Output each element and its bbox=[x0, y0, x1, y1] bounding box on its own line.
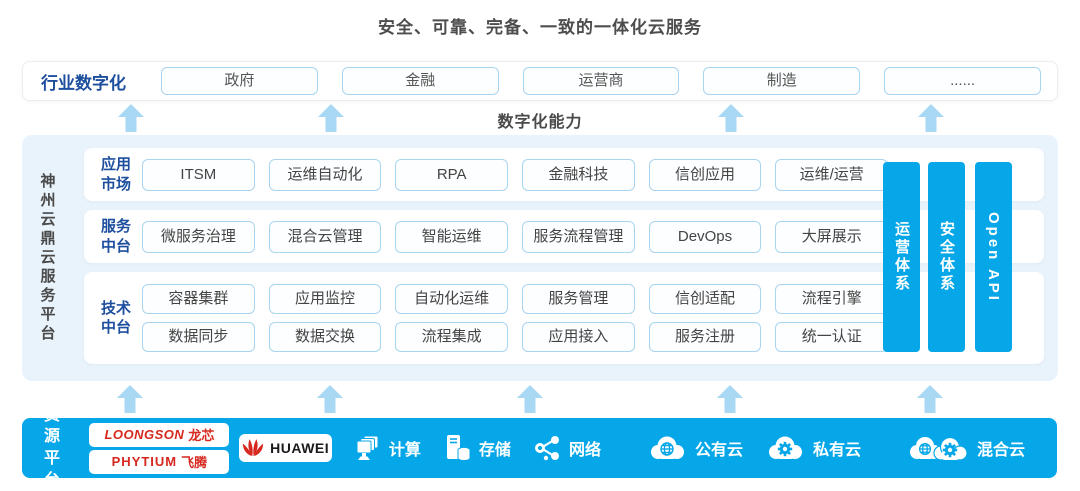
resource-network: 网络 bbox=[533, 435, 601, 462]
huawei-logo: HUAWEI bbox=[239, 434, 332, 462]
capability-box-data-exchange: 数据交换 bbox=[268, 322, 382, 352]
phytium-logo: PHYTIUM 飞腾 bbox=[89, 449, 230, 474]
storage-icon bbox=[446, 435, 471, 462]
capability-box-process-engine: 流程引擎 bbox=[775, 284, 889, 314]
industry-band: 行业数字化 政府 金融 运营商 制造 ...... bbox=[22, 61, 1058, 101]
up-arrow-icon bbox=[718, 104, 744, 132]
compute-icon bbox=[356, 435, 379, 460]
sector-more: ...... bbox=[884, 67, 1041, 95]
up-arrow-icon bbox=[918, 104, 944, 132]
capability-box-devops: DevOps bbox=[648, 220, 762, 253]
capability-box-service-registry: 服务注册 bbox=[648, 322, 762, 352]
up-arrow-icon bbox=[517, 385, 543, 413]
resource-private-cloud: 私有云 bbox=[765, 435, 861, 461]
row-label-tech: 技术中台 bbox=[100, 299, 131, 337]
pillar-operations-system: 运营体系 bbox=[883, 162, 920, 352]
page-title: 安全、可靠、完备、一致的一体化云服务 bbox=[378, 18, 702, 37]
tech-boxes: 容器集群 应用监控 自动化运维 服务管理 信创适配 流程引擎 数据同步 数据交换… bbox=[142, 284, 1044, 352]
capability-box-container: 容器集群 bbox=[142, 284, 255, 314]
up-arrow-icon bbox=[318, 104, 344, 132]
sector-manufacturing: 制造 bbox=[703, 67, 861, 95]
capability-box-itsm: ITSM bbox=[142, 158, 255, 191]
up-arrow-icon bbox=[917, 385, 943, 413]
hybrid-cloud-icon bbox=[909, 436, 968, 461]
sector-operator: 运营商 bbox=[522, 67, 680, 95]
industry-band-label: 行业数字化 bbox=[41, 73, 126, 93]
capability-box-xinchuang-app: 信创应用 bbox=[648, 158, 762, 191]
capability-label: 数字化能力 bbox=[497, 114, 583, 131]
resource-compute: 计算 bbox=[354, 435, 421, 462]
up-arrow-icon bbox=[317, 385, 343, 413]
resource-public-cloud: 公有云 bbox=[647, 435, 743, 461]
capability-box-unified-auth: 统一认证 bbox=[775, 322, 889, 352]
capability-box-ops-operation: 运维/运营 bbox=[775, 158, 889, 191]
row-label-service: 服务中台 bbox=[100, 218, 131, 255]
capability-box-aiops: 智能运维 bbox=[395, 220, 509, 253]
platform-side-label: 神州云鼎云服务平台 bbox=[38, 172, 56, 344]
resource-storage: 存储 bbox=[443, 434, 511, 462]
app-market-boxes: ITSM 运维自动化 RPA 金融科技 信创应用 运维/运营 bbox=[142, 158, 1044, 191]
capability-arrow-band: 数字化能力 bbox=[22, 103, 1058, 133]
resource-platform-label: 资源平台 bbox=[44, 406, 61, 489]
pillar-security-system: 安全体系 bbox=[928, 162, 965, 352]
up-arrow-icon bbox=[717, 385, 743, 413]
capability-box-rpa: RPA bbox=[395, 158, 509, 191]
resource-hybrid-cloud: 混合云 bbox=[907, 435, 1025, 462]
capability-box-data-sync: 数据同步 bbox=[142, 322, 255, 352]
capability-box-xinchuang-adapt: 信创适配 bbox=[648, 284, 762, 314]
capability-box-process-integration: 流程集成 bbox=[395, 322, 509, 352]
pillar-open-api: Open API bbox=[975, 162, 1012, 352]
capability-box-fintech: 金融科技 bbox=[522, 158, 635, 191]
capability-box-service-flow: 服务流程管理 bbox=[522, 220, 635, 253]
service-boxes: 微服务治理 混合云管理 智能运维 服务流程管理 DevOps 大屏展示 bbox=[142, 220, 1044, 253]
huawei-flower-icon bbox=[242, 439, 264, 457]
capability-box-app-access: 应用接入 bbox=[522, 322, 635, 352]
platform-panel: 神州云鼎云服务平台 应用市场 ITSM 运维自动化 RPA 金融科技 信创应用 … bbox=[22, 135, 1058, 381]
capability-box-bigscreen: 大屏展示 bbox=[775, 220, 889, 253]
resource-items: 计算 存储 bbox=[354, 434, 1047, 462]
up-arrow-icon bbox=[118, 104, 144, 132]
resource-platform-bar: 资源平台 LOONGSON 龙芯 PHYTIUM 飞腾 HUAWEI bbox=[22, 407, 1057, 489]
loongson-logo: LOONGSON 龙芯 bbox=[89, 422, 230, 447]
resource-arrow-band bbox=[22, 384, 1058, 414]
capability-box-app-monitor: 应用监控 bbox=[268, 284, 382, 314]
network-icon bbox=[534, 435, 559, 460]
sector-government: 政府 bbox=[161, 67, 318, 95]
capability-box-hybrid-mgmt: 混合云管理 bbox=[268, 220, 382, 253]
public-cloud-icon bbox=[650, 436, 684, 459]
private-cloud-icon bbox=[768, 436, 802, 459]
capability-box-microservice: 微服务治理 bbox=[142, 220, 255, 253]
capability-box-ops-automation: 运维自动化 bbox=[268, 158, 382, 191]
up-arrow-icon bbox=[117, 385, 143, 413]
row-label-app-market: 应用市场 bbox=[100, 156, 131, 193]
capability-box-service-mgmt: 服务管理 bbox=[522, 284, 635, 314]
sector-finance: 金融 bbox=[341, 67, 499, 95]
capability-box-auto-ops: 自动化运维 bbox=[395, 284, 509, 314]
cpu-vendor-pills: LOONGSON 龙芯 PHYTIUM 飞腾 bbox=[89, 422, 230, 474]
